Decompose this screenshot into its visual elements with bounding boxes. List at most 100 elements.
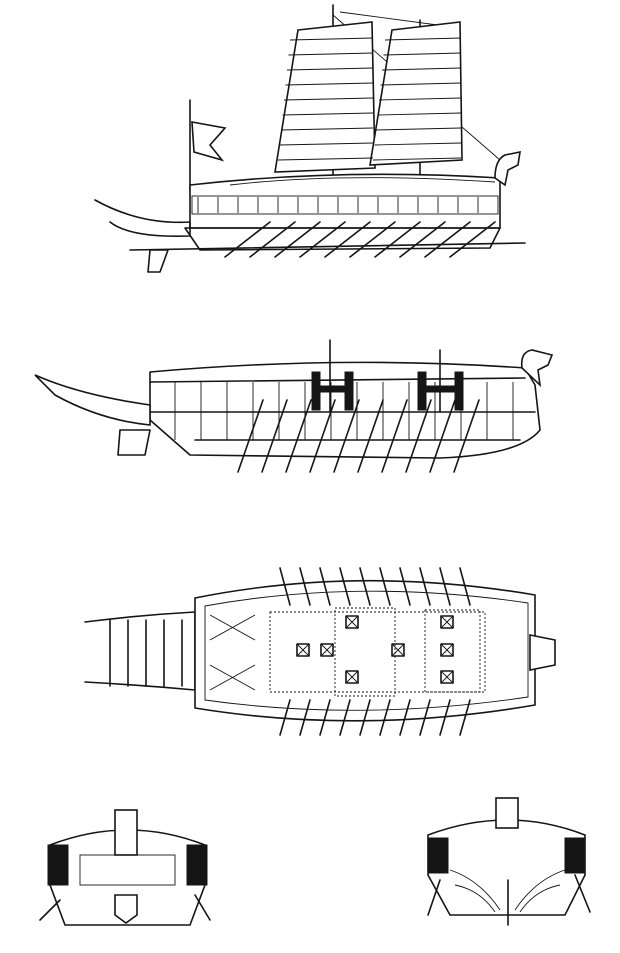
gunport-band [191,195,499,215]
deck-outline [424,609,481,693]
mast-step-block [311,371,354,411]
dragon-head [494,150,521,187]
cross-section-views [39,797,591,926]
hatch-cross [345,670,359,684]
section-oars [237,399,480,473]
plan-oars [279,567,471,736]
oar [324,221,371,258]
sail-batten [380,82,462,86]
flag [191,121,227,162]
plan-oar [459,699,471,736]
sail-batten [372,157,462,161]
lower-hull [184,227,501,251]
plan-oar [339,699,351,736]
cross-hull [49,829,206,926]
hatches [296,615,454,684]
hatch-cross [296,643,310,657]
plan-oar [279,699,291,736]
gunports [197,197,479,213]
upper-deck [149,377,526,383]
side-elevation-view [94,4,526,273]
deck-plan-view [84,567,556,736]
plan-inner-wall [204,590,529,711]
sail-batten [383,52,462,56]
oar [249,221,296,258]
hatch [320,643,334,657]
plan-oar [419,567,431,606]
section-oar [333,399,360,473]
plan-oar [439,567,451,606]
hatch [345,615,359,629]
cabin-frame [79,854,176,886]
sail-batten [285,82,374,86]
upper-hull [189,173,501,229]
plan-oar [359,699,371,736]
hatch-cross [440,615,454,629]
sail-batten [289,37,374,41]
deck-outline [334,607,396,697]
plan-oar [299,699,311,736]
side-panel [427,837,449,874]
hull-planks [449,869,566,913]
plan-oar [459,567,471,606]
dragon-post [114,809,138,856]
section-stern [34,374,151,426]
sail-batten [282,112,374,116]
plan-oar [299,567,311,606]
main-sail [274,21,376,173]
sail-batten [374,142,462,146]
section-oar [309,399,336,473]
hatch-cross [320,643,334,657]
hatch-cross [440,643,454,657]
section-oar [261,399,288,473]
plan-oar [439,699,451,736]
plan-oar [359,567,371,606]
side-panel [186,844,208,886]
plan-oar [399,699,411,736]
oar [349,221,396,258]
oar [374,221,421,258]
oar [299,221,346,258]
sail-batten [378,97,462,101]
longitudinal-section-view [34,339,554,473]
oar [449,221,496,258]
plan-hull [194,579,536,722]
section-oar [237,399,264,473]
cross-oar [574,874,591,913]
sail-batten [288,52,374,56]
roof-shell [229,177,496,186]
hatch [440,643,454,657]
section-rudder [117,429,151,456]
section-oar [429,399,456,473]
dragon-post [495,797,519,829]
section-oar [285,399,312,473]
sail-batten [377,112,462,116]
section-oar [405,399,432,473]
mast-step-block [417,371,464,411]
plan-oar [379,699,391,736]
stern-ladder [109,619,183,687]
plan-stern-rails [84,611,196,691]
section-oar [381,399,408,473]
hatch [345,670,359,684]
waterline [129,242,526,251]
cross-oar [39,899,61,921]
plan-oar [339,567,351,606]
sail-batten [277,157,374,161]
plan-oar [399,567,411,606]
plan-dragon-head [529,634,556,671]
cross-hull [427,819,586,916]
oar [424,221,471,258]
oars [224,221,496,258]
frames [174,382,514,440]
hatch [440,615,454,629]
cross-oar [194,894,211,921]
cross-section-right [427,797,591,926]
rudder [147,249,169,273]
section-dragon-head [520,349,554,388]
cross-section-left [39,809,211,926]
hatch [440,670,454,684]
sail-batten [286,67,374,71]
sail-batten [279,142,374,146]
